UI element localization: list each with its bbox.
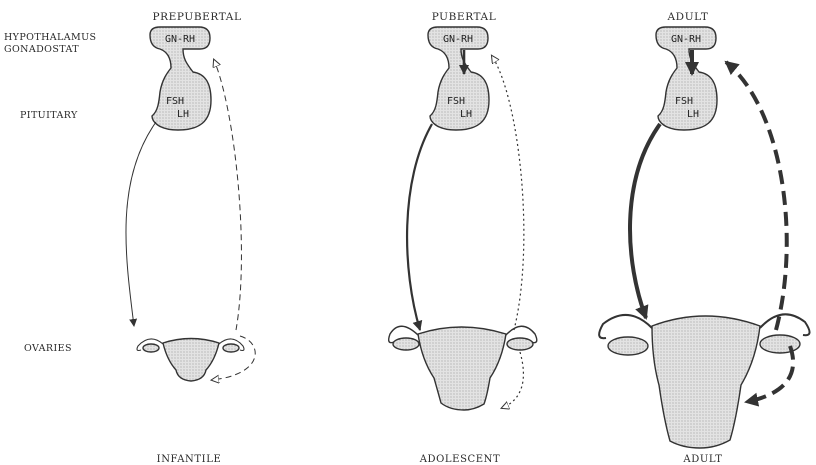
stage-caption-adolescent: ADOLESCENT: [419, 454, 501, 465]
stage-title-pubertal: PUBERTAL: [432, 11, 497, 23]
prepubertal-fsh-label: FSH: [166, 96, 184, 107]
adult-lh-label: LH: [687, 109, 699, 120]
pubertal-uterus-ovaries: [389, 326, 537, 410]
pubertal-right-ovary: [507, 338, 533, 350]
stage-title-prepubertal: PREPUBERTAL: [152, 11, 241, 23]
pubertal-fsh-label: FSH: [447, 96, 465, 107]
pubertal-steroid-feedback-arrow: [492, 56, 524, 330]
adult-right-ovary: [760, 335, 800, 353]
pubertal-lh-label: LH: [460, 109, 472, 120]
prepubertal-right-ovary: [223, 344, 239, 352]
adult-steroid-feedback-arrow: [726, 62, 787, 330]
adult-fsh-label: FSH: [675, 96, 693, 107]
adult-gnrh-label: GN-RH: [671, 34, 701, 45]
adult-left-ovary: [608, 337, 648, 355]
prepubertal-steroid-feedback-arrow: [214, 60, 241, 330]
pubertal-left-ovary: [393, 338, 419, 350]
adult-uterus-ovaries: [599, 314, 809, 448]
prepubertal-hypothalamus-pituitary: GN-RH FSH LH: [150, 27, 211, 130]
prepubertal-gonadotropin-arrow: [126, 122, 156, 326]
stage-caption-infantile: INFANTILE: [157, 454, 222, 465]
prepubertal-lh-label: LH: [177, 109, 189, 120]
prepubertal-left-ovary: [143, 344, 159, 352]
side-label-gonadostat: GONADOSTAT: [4, 44, 79, 55]
stage-title-adult: ADULT: [667, 11, 709, 23]
adult-hypothalamus-pituitary: GN-RH FSH LH: [656, 27, 717, 130]
stage-caption-adult: ADULT: [682, 454, 722, 465]
pubertal-hypothalamus-pituitary: GN-RH FSH LH: [428, 27, 489, 130]
pubertal-gnrh-label: GN-RH: [443, 34, 473, 45]
adult-gonadotropin-arrow: [630, 124, 660, 318]
prepubertal-gnrh-label: GN-RH: [165, 34, 195, 45]
prepubertal-uterus-ovaries: [137, 339, 244, 382]
side-label-hypothalamus: HYPOTHALAMUS: [4, 32, 96, 43]
side-label-ovaries: OVARIES: [24, 343, 72, 354]
pubertal-local-feedback-arrow: [502, 352, 523, 408]
pubertal-gonadotropin-arrow: [407, 124, 432, 330]
side-label-pituitary: PITUITARY: [20, 110, 78, 121]
